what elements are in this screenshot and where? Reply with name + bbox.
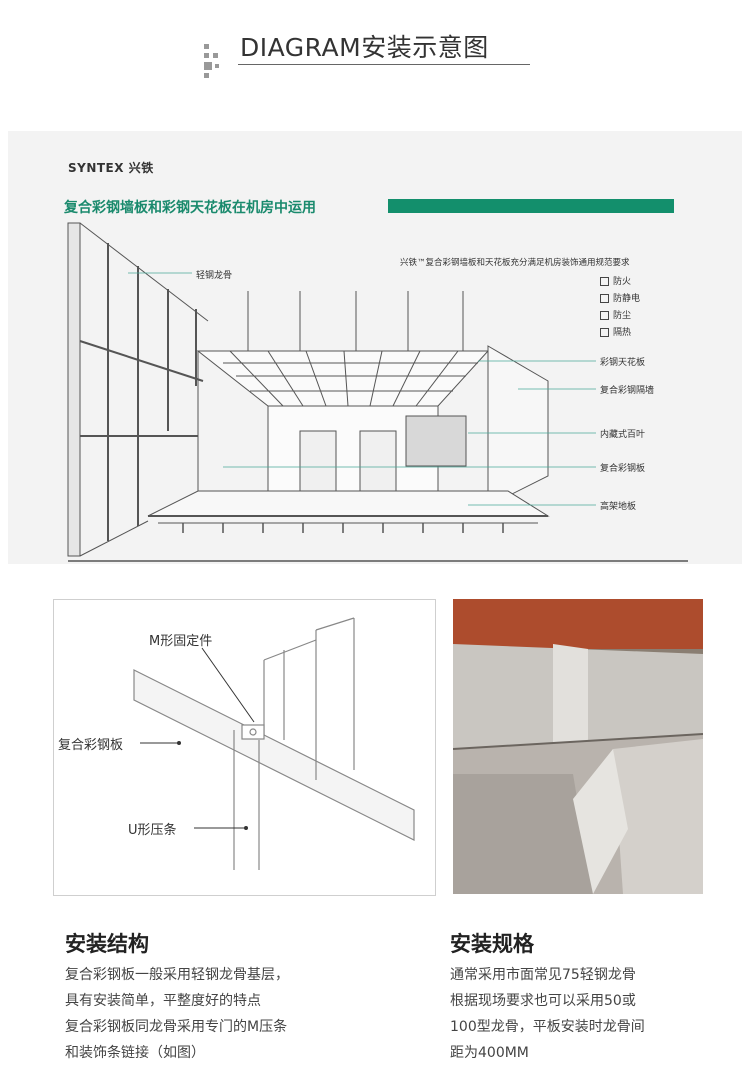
callout-partition: 复合彩钢隔墙	[600, 386, 655, 396]
section-text-line: 距为400MM	[450, 1045, 529, 1061]
requirement-item: 防火	[600, 274, 631, 287]
checkbox-icon	[600, 311, 609, 320]
section-text-line: 通常采用市面常见75轻钢龙骨	[450, 967, 636, 983]
section-text-line: 具有安装简单，平整度好的特点	[65, 993, 261, 1009]
room-drawing	[67, 222, 688, 562]
section-text-line: 100型龙骨，平板安装时龙骨间	[450, 1019, 645, 1035]
detail-drawing	[133, 617, 415, 870]
checkbox-icon	[600, 294, 609, 303]
requirements-title: 兴铁™复合彩钢墙板和天花板充分满足机房装饰通用规范要求	[400, 258, 630, 268]
section-title-spec: 安装规格	[450, 932, 534, 956]
machine-room-diagram: SYNTEX 兴铁 复合彩钢墙板和彩钢天花板在机房中运用 轻钢龙骨 兴铁™复合彩…	[8, 131, 742, 564]
section-title-structure: 安装结构	[65, 932, 149, 956]
callout-ceiling: 彩钢天花板	[600, 358, 646, 368]
requirement-item: 防尘	[600, 308, 631, 321]
label-light-steel-keel: 轻钢龙骨	[196, 271, 233, 281]
checkbox-icon	[600, 277, 609, 286]
diagram-banner-title: 复合彩钢墙板和彩钢天花板在机房中运用	[64, 200, 316, 216]
section-text-line: 和装饰条链接（如图）	[65, 1045, 205, 1061]
banner-bar	[388, 199, 674, 213]
title-underline	[238, 64, 530, 65]
label-u-strip: U形压条	[128, 823, 177, 838]
photo-drawing	[453, 599, 703, 894]
section-text-line: 复合彩钢板同龙骨采用专门的M压条	[65, 1019, 288, 1035]
requirement-item: 防静电	[600, 291, 640, 304]
requirement-item: 隔热	[600, 325, 631, 338]
section-text-line: 根据现场要求也可以采用50或	[450, 993, 636, 1009]
label-composite-panel: 复合彩钢板	[58, 738, 124, 753]
callout-raised-floor: 高架地板	[600, 502, 637, 512]
brand-logo: SYNTEX 兴铁	[68, 161, 154, 175]
page-title: DIAGRAM安装示意图	[240, 33, 489, 62]
label-m-fixing: M形固定件	[149, 634, 213, 649]
callout-louver: 内藏式百叶	[600, 430, 646, 440]
install-photo	[453, 599, 703, 894]
callout-steel-panel: 复合彩钢板	[600, 464, 646, 474]
header-decoration	[200, 44, 224, 80]
install-detail-figure: M形固定件 复合彩钢板 U形压条	[53, 599, 436, 896]
section-text-line: 复合彩钢板一般采用轻钢龙骨基层，	[65, 967, 289, 983]
checkbox-icon	[600, 328, 609, 337]
